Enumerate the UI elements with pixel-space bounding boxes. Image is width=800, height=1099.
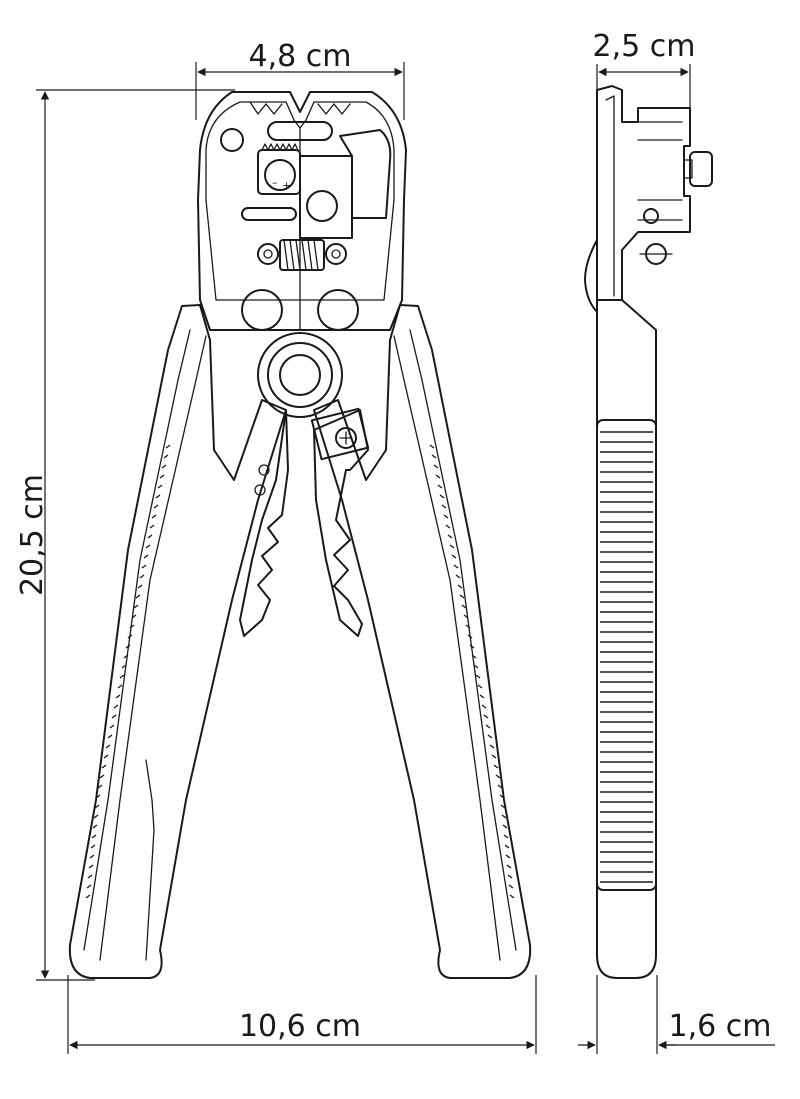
left-grip-ribs [85,444,171,899]
dimension-head-width: 4,8 cm [195,39,405,120]
front-view-tool: – + [68,91,532,979]
main-pivot [257,332,343,418]
phillips-screw-icon [310,407,370,461]
lower-hole-left [241,289,283,331]
lock-pin [241,207,297,221]
pivot-hole-left [220,128,244,152]
total-height-label: 20,5 cm [15,474,50,596]
side-head-width-label: 2,5 cm [593,29,696,64]
head-width-label: 4,8 cm [249,39,352,74]
svg-text:+: + [282,179,291,192]
side-grip-ribs [600,431,653,883]
spring [257,239,347,271]
minus-plus-dial-icon: – + [257,143,301,195]
handle-spread-label: 10,6 cm [239,1009,361,1044]
side-grip [596,419,657,891]
side-pin [639,243,673,265]
top-slot [267,121,333,141]
left-handle [68,304,289,979]
dimension-side-head-width: 2,5 cm [593,29,696,110]
dimension-handle-spread: 10,6 cm [67,975,537,1054]
svg-text:–: – [272,176,278,189]
stop-block [299,155,353,239]
lower-hole-right [317,289,359,331]
dimension-side-handle-width: 1,6 cm [578,975,775,1054]
side-handle-width-label: 1,6 cm [669,1009,772,1044]
side-adjust-knob [689,151,713,187]
right-grip-ribs [429,444,515,899]
right-handle [310,304,532,979]
release-lever [339,129,392,219]
side-handle [596,299,657,979]
side-view-tool [584,85,713,979]
dimension-total-height: 20,5 cm [15,89,235,981]
tool-head: – + [197,91,407,418]
